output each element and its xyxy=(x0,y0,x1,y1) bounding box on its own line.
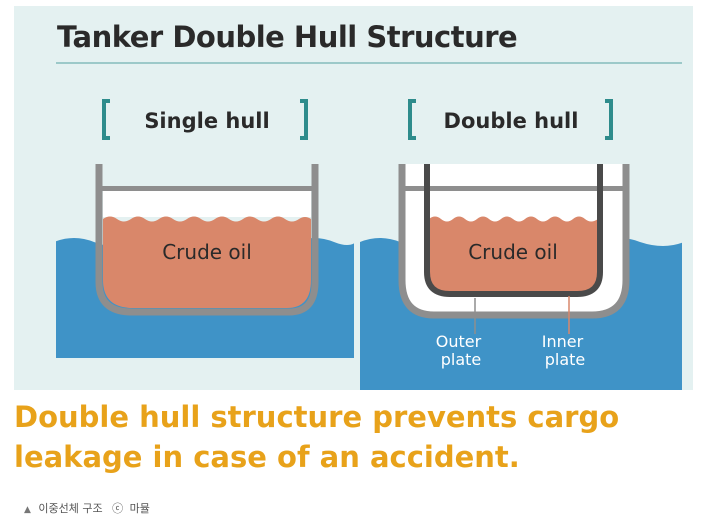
single-hull-heading: Single hull xyxy=(144,109,269,133)
crude-oil-single xyxy=(103,216,311,308)
inner-hull-plate xyxy=(424,164,603,297)
deck-beam xyxy=(402,186,626,191)
single-hull-panel: Single hull Crude oil xyxy=(56,99,354,358)
double-hull-heading: Double hull xyxy=(444,109,579,133)
crude-oil-label-single: Crude oil xyxy=(162,240,252,264)
double-hull-panel: Double hull Crude oil Outer plate Inner … xyxy=(360,99,682,390)
bracket-left xyxy=(102,99,110,140)
deck-beam xyxy=(99,186,315,191)
copyright-icon: ⓒ xyxy=(112,502,124,515)
outer-hull-plate xyxy=(398,164,630,319)
diagram-figure: Tanker Double Hull Structure Single hull xyxy=(14,6,693,390)
empty-tank-space xyxy=(103,189,311,217)
inner-plate-label: Inner plate xyxy=(542,332,589,369)
photo-credit-source: 마뮬 xyxy=(129,502,150,515)
crude-oil-double xyxy=(429,216,598,292)
triangle-up-icon: ▲ xyxy=(24,505,31,515)
single-hull-wall xyxy=(95,164,319,316)
bracket-right xyxy=(605,99,613,140)
photo-credit-label: 이중선체 구조 xyxy=(38,502,103,515)
diagram-title: Tanker Double Hull Structure xyxy=(57,20,518,54)
title-divider xyxy=(56,62,682,64)
hull-diagram: Single hull Crude oil Double hull Crud xyxy=(56,99,682,390)
outer-plate-label: Outer plate xyxy=(436,332,487,369)
figure-caption: Double hull structure prevents cargo lea… xyxy=(14,400,620,474)
crude-oil-label-double: Crude oil xyxy=(468,240,558,264)
bracket-left xyxy=(408,99,416,140)
bracket-right xyxy=(300,99,308,140)
photo-credit: ▲ 이중선체 구조 ⓒ 마뮬 xyxy=(24,500,150,516)
